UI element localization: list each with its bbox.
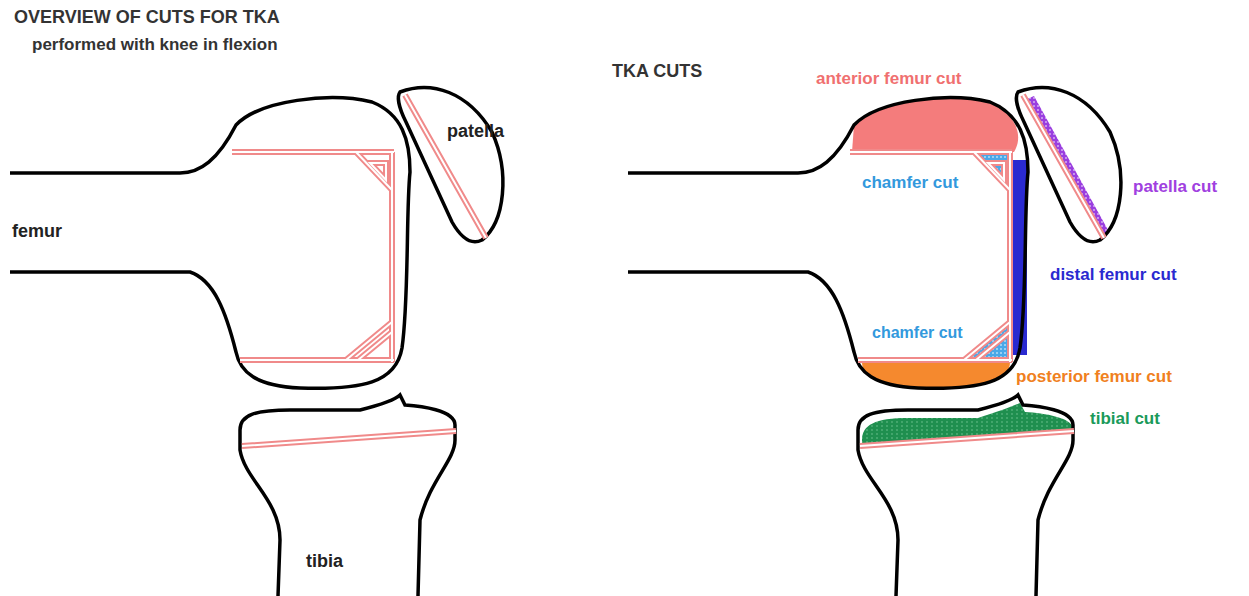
panel-heading: TKA CUTS [612, 62, 702, 82]
part-name: femur [12, 222, 62, 242]
cut-label: chamfer cut [872, 324, 963, 342]
cut-label: anterior femur cut [816, 70, 961, 89]
diagram-title: OVERVIEW OF CUTS FOR TKA [14, 8, 280, 28]
cut-label: tibial cut [1090, 410, 1160, 429]
cut-label: posterior femur cut [1016, 368, 1172, 387]
part-name: tibia [306, 552, 343, 572]
cut-label: distal femur cut [1050, 266, 1177, 285]
cut-label: patella cut [1133, 178, 1217, 197]
subtitle: performed with knee in flexion [32, 36, 278, 55]
bone-outline [10, 88, 503, 596]
part-name: patella [447, 122, 504, 142]
bone-outline [628, 88, 1121, 596]
cut-label: chamfer cut [862, 174, 958, 193]
